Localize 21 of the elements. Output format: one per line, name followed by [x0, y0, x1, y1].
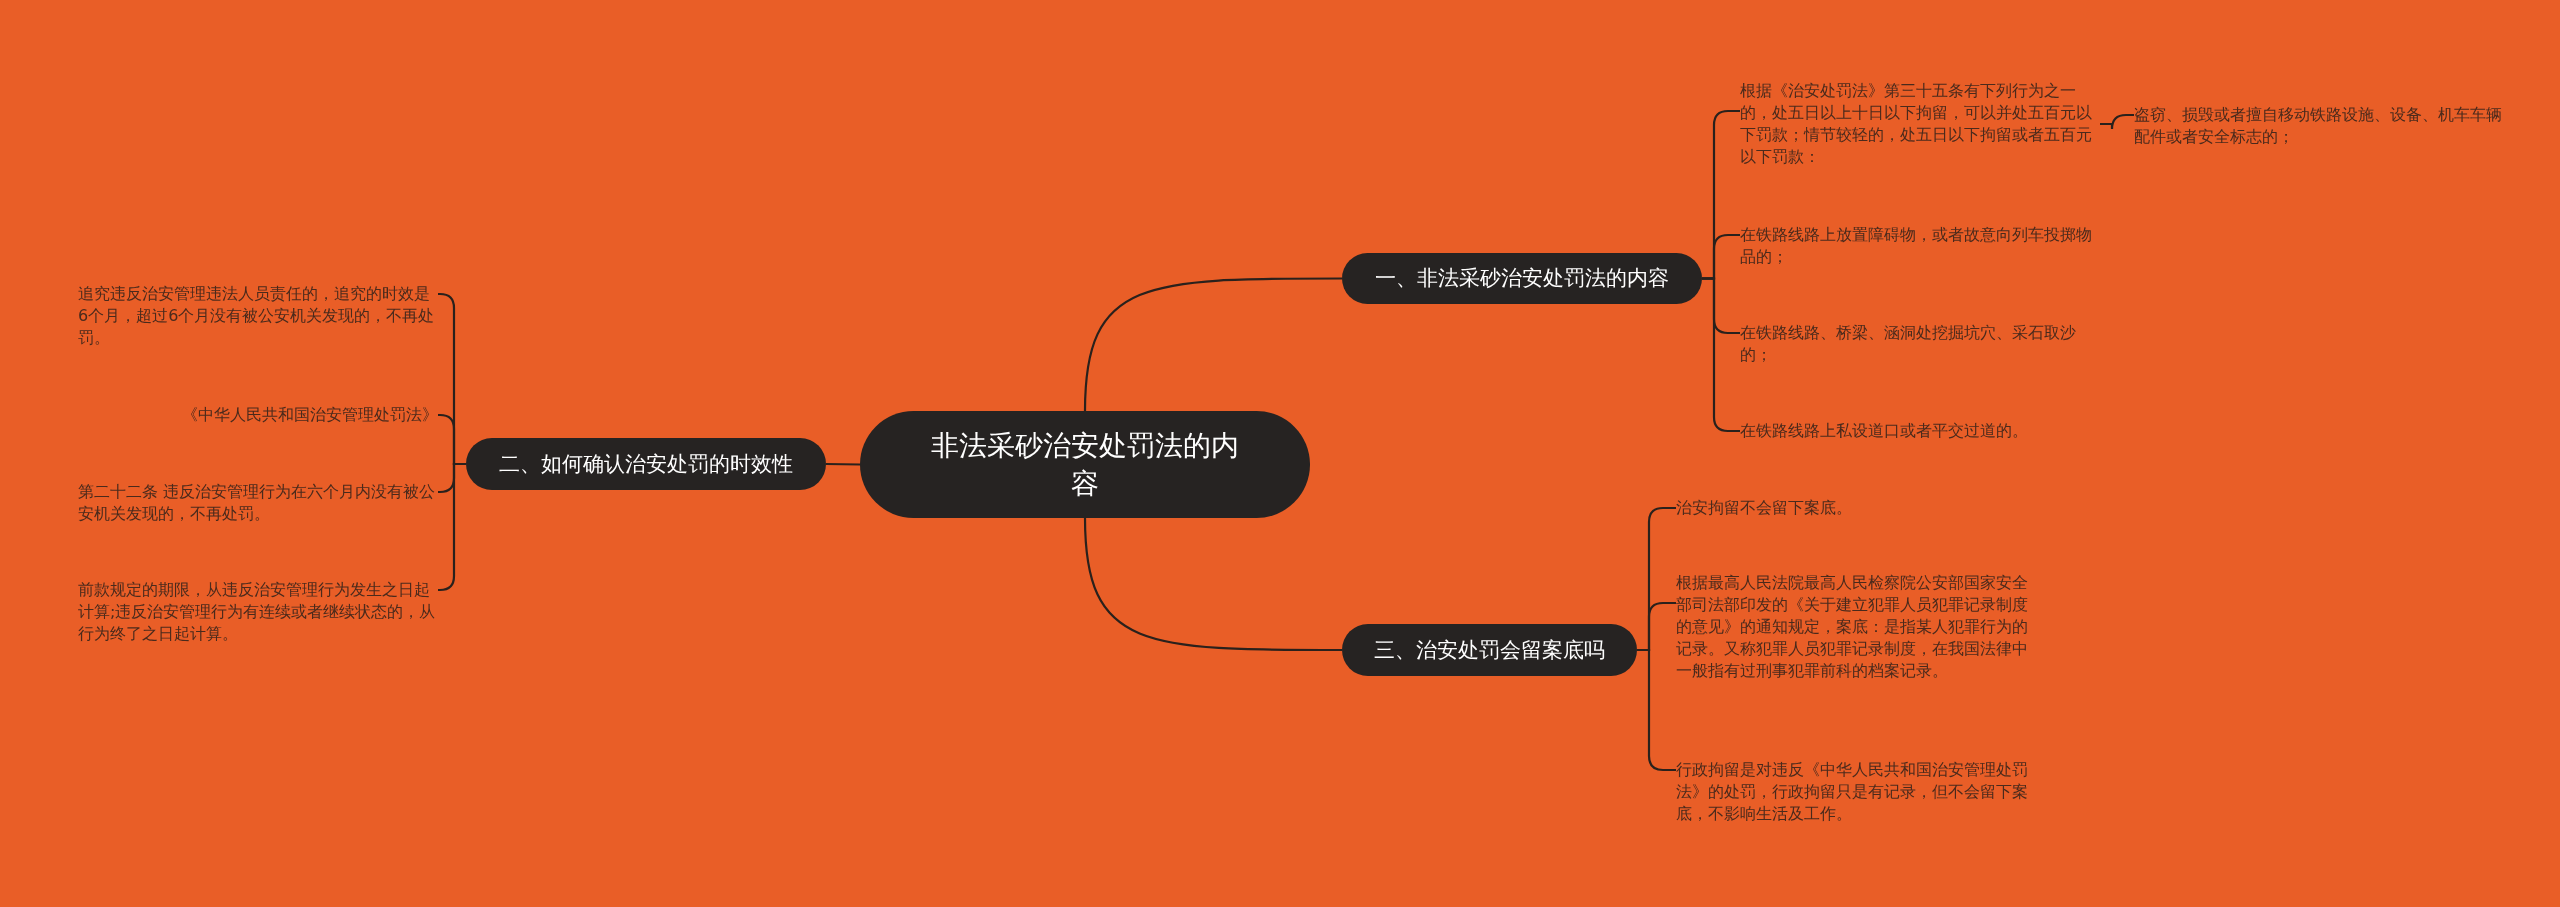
branch-topic: 三、治安处罚会留案底吗	[1342, 624, 1637, 676]
topic-text: 治安拘留不会留下案底。	[1676, 497, 2036, 519]
topic-text: 根据最高人民法院最高人民检察院公安部国家安全部司法部印发的《关于建立犯罪人员犯罪记录制度的意见》的通知规定，案底：是指某人犯罪行为的记录。又称犯罪人员犯罪记录制度，在我国法律中一般指有过刑事犯罪前科的档案记录。	[1676, 572, 2036, 682]
connector-line	[1083, 277, 1342, 412]
topic-text: 在铁路线路、桥梁、涵洞处挖掘坑穴、采石取沙的；	[1740, 322, 2100, 366]
topic-text: 在铁路线路上放置障碍物，或者故意向列车投掷物品的；	[1740, 224, 2100, 268]
connector-line	[826, 462, 860, 466]
connector-line	[1083, 517, 1342, 652]
topic-text: 行政拘留是对违反《中华人民共和国治安管理处罚法》的处罚，行政拘留只是有记录，但不会留下案底，不影响生活及工作。	[1676, 759, 2036, 825]
topic-text: 追究违反治安管理违法人员责任的，追究的时效是6个月，超过6个月没有被公安机关发现的，不再处罚。	[78, 283, 438, 349]
connector-line	[2100, 113, 2134, 131]
topic-text: 前款规定的期限，从违反治安管理行为发生之日起计算;违反治安管理行为有连续或者继续状态的，从行为终了之日起计算。	[78, 579, 438, 645]
topic-text: 《中华人民共和国治安管理处罚法》	[78, 404, 438, 426]
topic-text: 在铁路线路上私设道口或者平交过道的。	[1740, 420, 2100, 442]
central-topic: 非法采砂治安处罚法的内容	[860, 411, 1310, 518]
branch-topic: 一、非法采砂治安处罚法的内容	[1342, 253, 1702, 304]
connector-line	[438, 462, 466, 592]
branch-topic: 二、如何确认治安处罚的时效性	[466, 438, 826, 490]
topic-text: 盗窃、损毁或者擅自移动铁路设施、设备、机车车辆配件或者安全标志的；	[2134, 104, 2504, 148]
topic-text: 根据《治安处罚法》第三十五条有下列行为之一的，处五日以上十日以下拘留，可以并处五百元以下罚款；情节较轻的，处五日以下拘留或者五百元以下罚款：	[1740, 80, 2100, 168]
topic-text: 第二十二条 违反治安管理行为在六个月内没有被公安机关发现的，不再处罚。	[78, 481, 438, 525]
